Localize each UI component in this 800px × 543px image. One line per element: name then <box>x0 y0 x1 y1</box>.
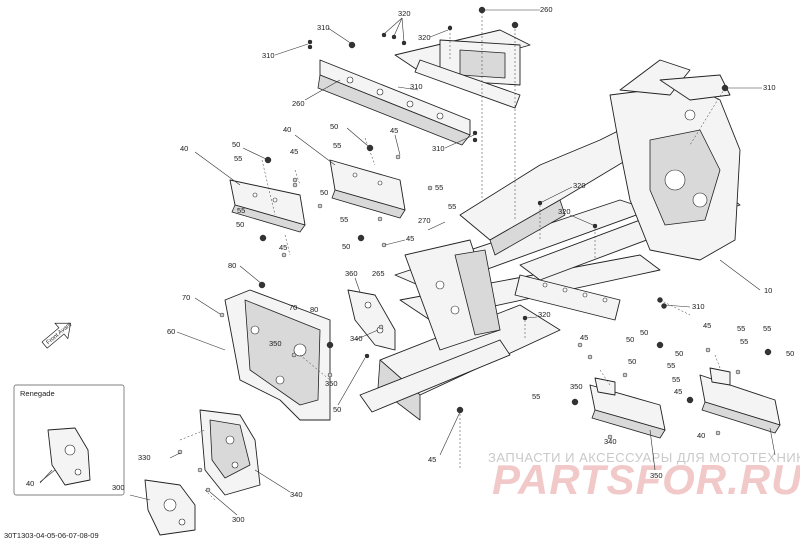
callout-label: 55 <box>672 375 680 384</box>
callout-label: 45 <box>279 243 287 252</box>
callout-label: 310 <box>692 302 705 311</box>
footrest-right-rear <box>699 367 781 434</box>
callout-label: 340 <box>290 490 303 499</box>
top-cross-member <box>317 29 531 146</box>
callout-label: 55 <box>333 141 341 150</box>
hardware <box>177 6 772 493</box>
callout-label: 350 <box>269 339 282 348</box>
watermark: ЗАПЧАСТИ И АКСЕССУАРЫ ДЛЯ МОТОТЕХНИКИ PA… <box>488 450 800 503</box>
callout-label: 50 <box>330 122 338 131</box>
callout-label: 50 <box>333 405 341 414</box>
callout-label: 70 <box>289 303 297 312</box>
callout-label: 50 <box>675 349 683 358</box>
callout-label: 50 <box>342 242 350 251</box>
footrest-left-rear <box>329 159 406 219</box>
callout-label: 45 <box>580 333 588 342</box>
callout-label: 320 <box>398 9 411 18</box>
callout-label: 50 <box>786 349 794 358</box>
callout-label: 55 <box>667 361 675 370</box>
bracket-360 <box>347 289 396 351</box>
callout-label: 350 <box>650 471 663 480</box>
callout-label: 55 <box>737 324 745 333</box>
diagram-code: 30T1303-04-05-06-07-08-09 <box>4 531 99 540</box>
callout-label: 260 <box>292 99 305 108</box>
callout-label: 80 <box>228 261 236 270</box>
callout-label: 260 <box>540 5 553 14</box>
footrest-right-front <box>589 377 666 439</box>
callout-label: 360 <box>345 269 358 278</box>
callout-label: 50 <box>626 335 634 344</box>
callout-label: 55 <box>340 215 348 224</box>
callout-label: 50 <box>640 328 648 337</box>
callout-label: 50 <box>232 140 240 149</box>
leader-lines <box>39 9 776 516</box>
footrest-left-front <box>229 179 306 233</box>
callout-label: 45 <box>674 387 682 396</box>
callout-label: 55 <box>740 337 748 346</box>
callout-label: 55 <box>532 392 540 401</box>
callout-label: 10 <box>764 286 772 295</box>
callout-labels: 310 320 260 320 310 260 310 310 40 50 45… <box>26 5 794 524</box>
callout-label: 310 <box>317 23 330 32</box>
front-bracket-60 <box>224 289 331 421</box>
callout-label: 310 <box>763 83 776 92</box>
callout-label: 45 <box>290 147 298 156</box>
callout-label: 45 <box>390 126 398 135</box>
callout-label: 300 <box>232 515 245 524</box>
callout-label: 330 <box>138 453 151 462</box>
callout-label: 50 <box>320 188 328 197</box>
callout-label: 40 <box>283 125 291 134</box>
lower-bracket-330 <box>199 409 261 496</box>
callout-label: 80 <box>310 305 318 314</box>
callout-label: 40 <box>26 479 34 488</box>
callout-label: 300 <box>112 483 125 492</box>
callout-label: 310 <box>432 144 445 153</box>
callout-label: 350 <box>325 379 338 388</box>
callout-label: 50 <box>628 357 636 366</box>
callout-label: 340 <box>350 334 363 343</box>
callout-label: 310 <box>410 82 423 91</box>
callout-label: 270 <box>418 216 431 225</box>
watermark-tagline: ЗАПЧАСТИ И АКСЕССУАРЫ ДЛЯ МОТОТЕХНИКИ <box>488 450 800 465</box>
inset-renegade: Renegade <box>13 384 125 496</box>
alignment-lines <box>179 12 726 501</box>
callout-label: 70 <box>182 293 190 302</box>
callout-label: 55 <box>234 154 242 163</box>
callout-label: 340 <box>604 437 617 446</box>
callout-label: 320 <box>418 33 431 42</box>
callout-label: 55 <box>435 183 443 192</box>
callout-label: 320 <box>573 181 586 190</box>
callout-label: 310 <box>262 51 275 60</box>
watermark-logo: PARTSFOR.RU <box>492 456 800 503</box>
main-frame <box>359 59 741 421</box>
callout-label: 320 <box>538 310 551 319</box>
callout-label: 45 <box>703 321 711 330</box>
callout-label: 55 <box>448 202 456 211</box>
callout-label: 55 <box>237 206 245 215</box>
callout-label: 265 <box>372 269 385 278</box>
mount-300 <box>144 479 196 536</box>
callout-label: 55 <box>763 324 771 333</box>
callout-label: 320 <box>558 207 571 216</box>
callout-label: 40 <box>697 431 705 440</box>
callout-label: 45 <box>428 455 436 464</box>
callout-label: 40 <box>180 144 188 153</box>
callout-label: 50 <box>236 220 244 229</box>
callout-label: 350 <box>570 382 583 391</box>
front-arrow-icon: Front Avant <box>41 322 73 349</box>
inset-title: Renegade <box>20 389 55 398</box>
callout-label: 60 <box>167 327 175 336</box>
callout-label: 45 <box>406 234 414 243</box>
